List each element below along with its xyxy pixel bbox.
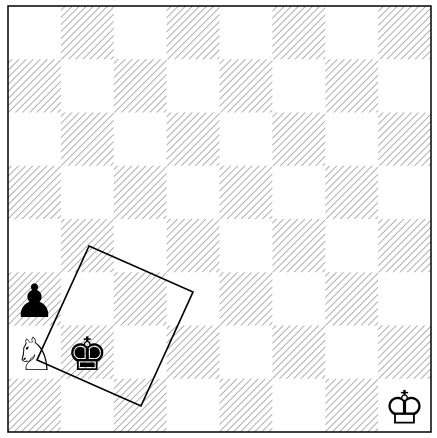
square-c4[interactable] bbox=[114, 219, 167, 273]
square-h5[interactable] bbox=[378, 166, 431, 220]
square-f3[interactable] bbox=[272, 272, 325, 326]
square-d1[interactable] bbox=[167, 379, 220, 433]
square-e1[interactable] bbox=[220, 379, 273, 433]
square-h8[interactable] bbox=[378, 6, 431, 60]
square-d7[interactable] bbox=[167, 59, 220, 113]
square-b8[interactable] bbox=[61, 6, 114, 60]
square-a7[interactable] bbox=[8, 59, 61, 113]
square-c5[interactable] bbox=[114, 166, 167, 220]
square-e7[interactable] bbox=[220, 59, 273, 113]
square-b6[interactable] bbox=[61, 113, 114, 167]
square-f6[interactable] bbox=[272, 113, 325, 167]
square-c2[interactable] bbox=[114, 326, 167, 380]
square-e5[interactable] bbox=[220, 166, 273, 220]
square-e6[interactable] bbox=[220, 113, 273, 167]
square-b4[interactable] bbox=[61, 219, 114, 273]
square-f8[interactable] bbox=[272, 6, 325, 60]
square-d6[interactable] bbox=[167, 113, 220, 167]
square-f2[interactable] bbox=[272, 326, 325, 380]
square-f5[interactable] bbox=[272, 166, 325, 220]
square-h4[interactable] bbox=[378, 219, 431, 273]
square-b5[interactable] bbox=[61, 166, 114, 220]
square-d3[interactable] bbox=[167, 272, 220, 326]
square-e4[interactable] bbox=[220, 219, 273, 273]
square-b3[interactable] bbox=[61, 272, 114, 326]
square-a5[interactable] bbox=[8, 166, 61, 220]
white-king-h1[interactable]: ♔ bbox=[384, 380, 425, 434]
square-a8[interactable] bbox=[8, 6, 61, 60]
square-g2[interactable] bbox=[325, 326, 378, 380]
square-e3[interactable] bbox=[220, 272, 273, 326]
square-f7[interactable] bbox=[272, 59, 325, 113]
square-b1[interactable] bbox=[61, 379, 114, 433]
square-f4[interactable] bbox=[272, 219, 325, 273]
square-a1[interactable] bbox=[8, 379, 61, 433]
square-d5[interactable] bbox=[167, 166, 220, 220]
square-e8[interactable] bbox=[220, 6, 273, 60]
square-d4[interactable] bbox=[167, 219, 220, 273]
square-a4[interactable] bbox=[8, 219, 61, 273]
square-g8[interactable] bbox=[325, 6, 378, 60]
square-g5[interactable] bbox=[325, 166, 378, 220]
square-h6[interactable] bbox=[378, 113, 431, 167]
square-h7[interactable] bbox=[378, 59, 431, 113]
square-c6[interactable] bbox=[114, 113, 167, 167]
square-e2[interactable] bbox=[220, 326, 273, 380]
square-c7[interactable] bbox=[114, 59, 167, 113]
square-h3[interactable] bbox=[378, 272, 431, 326]
square-f1[interactable] bbox=[272, 379, 325, 433]
square-a6[interactable] bbox=[8, 113, 61, 167]
square-g1[interactable] bbox=[325, 379, 378, 433]
square-g3[interactable] bbox=[325, 272, 378, 326]
square-g6[interactable] bbox=[325, 113, 378, 167]
square-g4[interactable] bbox=[325, 219, 378, 273]
black-pawn-a3[interactable]: ♟ bbox=[14, 274, 55, 328]
square-h2[interactable] bbox=[378, 326, 431, 380]
square-b7[interactable] bbox=[61, 59, 114, 113]
square-c3[interactable] bbox=[114, 272, 167, 326]
square-c8[interactable] bbox=[114, 6, 167, 60]
black-king-b2[interactable]: ♚ bbox=[67, 327, 108, 381]
square-g7[interactable] bbox=[325, 59, 378, 113]
square-d8[interactable] bbox=[167, 6, 220, 60]
